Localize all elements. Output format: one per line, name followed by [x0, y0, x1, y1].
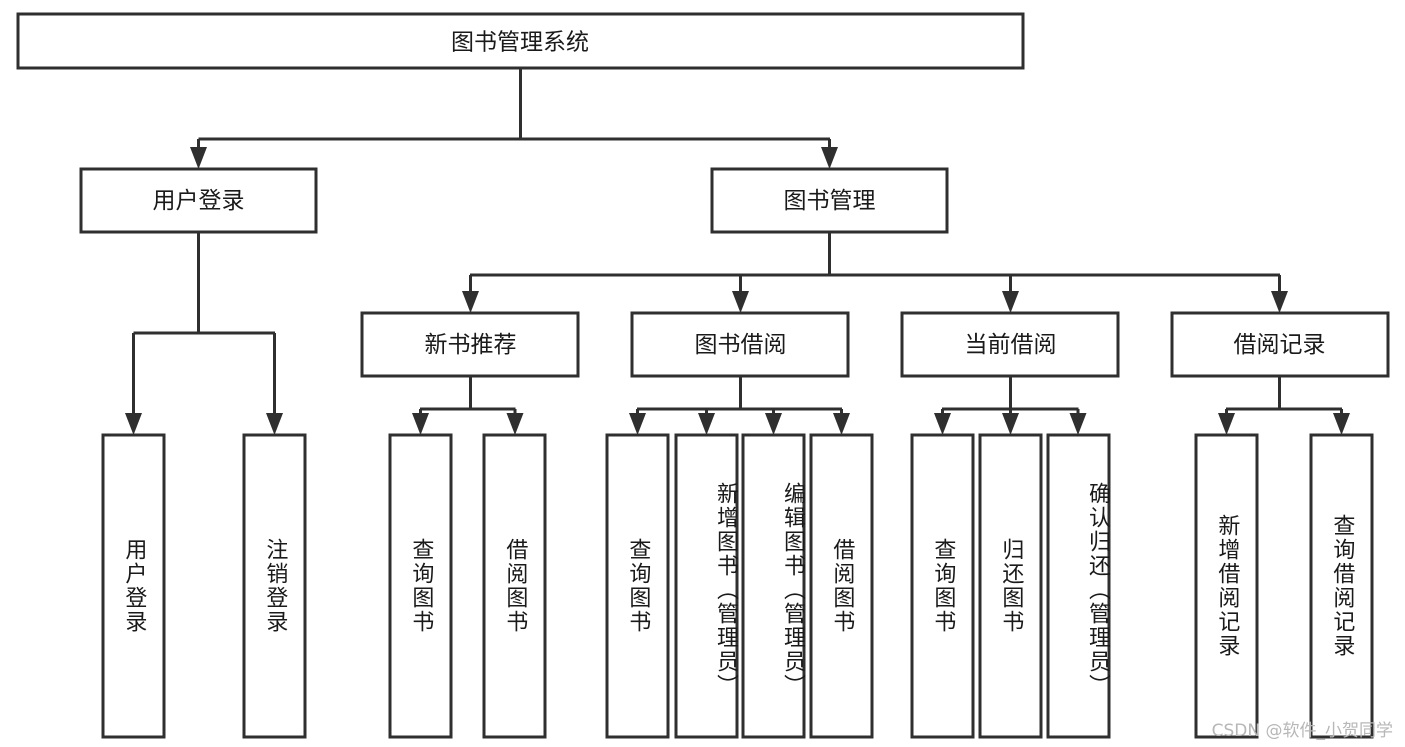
- leaf-box-borrow-book-1[interactable]: [482, 433, 547, 739]
- node-current-borrow-label: 当前借阅: [965, 332, 1057, 358]
- connector-record-to-leaves: [1218, 376, 1350, 435]
- connector-newbook-to-leaves: [412, 376, 524, 435]
- csdn-watermark: CSDN @软件_小贺同学: [1211, 721, 1393, 741]
- connector-borrow-to-leaves: [629, 376, 850, 435]
- leaf-box-query-book-2[interactable]: [605, 433, 670, 739]
- leaf-box-return-book[interactable]: [978, 433, 1043, 739]
- node-root-label: 图书管理系统: [451, 30, 589, 56]
- node-root[interactable]: 图书管理系统: [16, 12, 1025, 70]
- node-borrow-record-label: 借阅记录: [1234, 332, 1326, 358]
- leaf-box-borrow-book-2[interactable]: [809, 433, 874, 739]
- leaf-box-query-record[interactable]: [1309, 433, 1374, 739]
- leaf-box-logout[interactable]: [242, 433, 307, 739]
- connector-userlogin-to-leaves: [125, 232, 283, 435]
- leaf-boxes: [101, 433, 1374, 739]
- node-book-management[interactable]: 图书管理: [710, 167, 949, 234]
- node-user-login[interactable]: 用户登录: [79, 167, 318, 234]
- node-new-book-recommend[interactable]: 新书推荐: [360, 311, 580, 378]
- leaf-box-add-book[interactable]: [674, 433, 739, 739]
- connector-bookmgmt-to-level3: [462, 232, 1288, 313]
- leaf-box-confirm-return[interactable]: [1046, 433, 1111, 739]
- connector-current-to-leaves: [934, 376, 1087, 435]
- leaf-box-user-login[interactable]: [101, 433, 166, 739]
- leaf-box-query-book-3[interactable]: [910, 433, 975, 739]
- node-current-borrow[interactable]: 当前借阅: [900, 311, 1120, 378]
- node-new-book-recommend-label: 新书推荐: [425, 332, 517, 358]
- leaf-box-query-book-1[interactable]: [388, 433, 453, 739]
- node-borrow-record[interactable]: 借阅记录: [1170, 311, 1390, 378]
- leaf-box-edit-book[interactable]: [741, 433, 806, 739]
- node-book-management-label: 图书管理: [784, 188, 876, 214]
- connector-root-to-level2: [190, 68, 838, 169]
- leaf-box-add-record[interactable]: [1194, 433, 1259, 739]
- node-book-borrow[interactable]: 图书借阅: [630, 311, 850, 378]
- node-book-borrow-label: 图书借阅: [695, 332, 787, 358]
- node-user-login-label: 用户登录: [153, 188, 245, 214]
